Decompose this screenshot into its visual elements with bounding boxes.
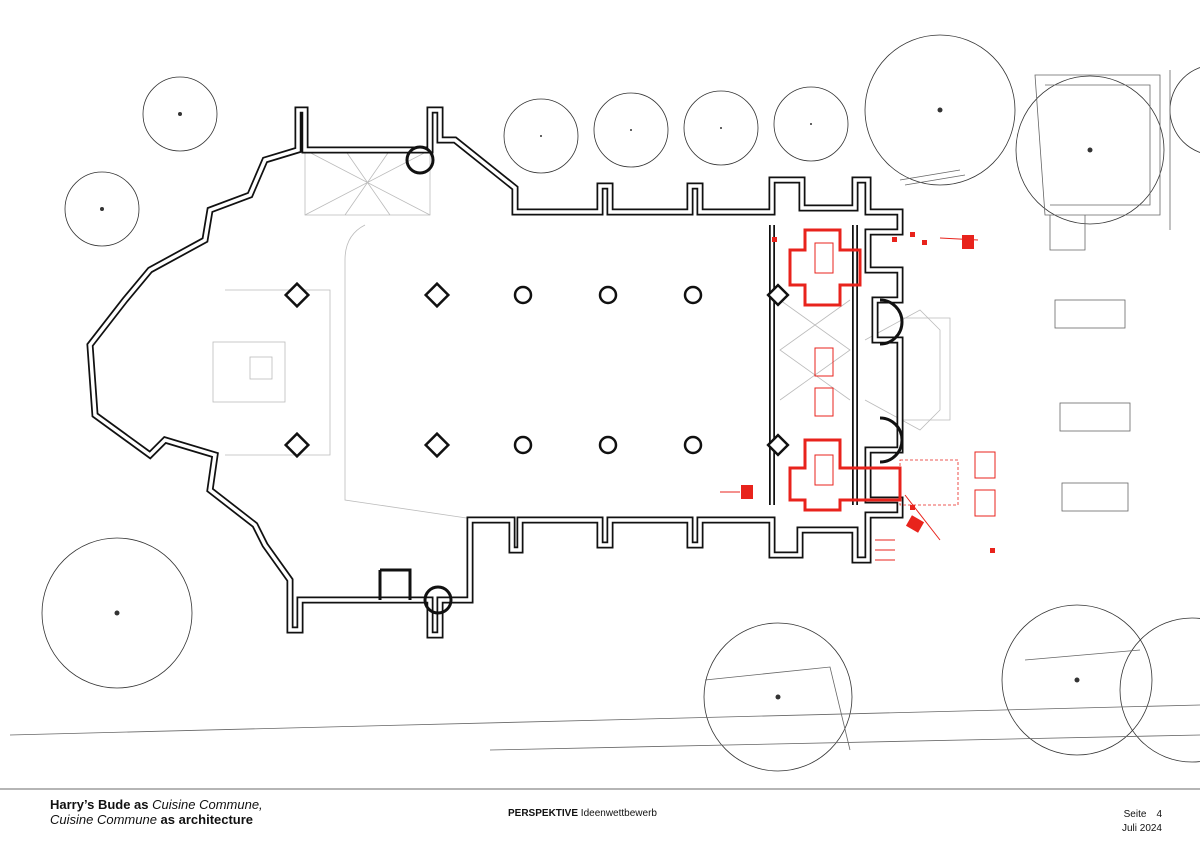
title-line2-bold: as architecture [156, 812, 254, 827]
competition-rest: Ideenwettbewerb [578, 808, 657, 819]
page-label: Seite [1123, 809, 1147, 820]
competition-name: PERSPEKTIVE Ideenwettbewerb [508, 808, 657, 819]
interior-lines [212, 149, 951, 521]
page-number: 4 [1156, 809, 1162, 820]
footer-rule [0, 788, 1200, 790]
site-context [9, 70, 1200, 751]
church-walls [86, 106, 904, 639]
title-line1-bold: Harry’s Bude as [50, 797, 153, 812]
title-line2-italic: Cuisine Commune [50, 812, 157, 827]
kitchen-intervention [720, 228, 996, 561]
page-info: Seite 4 Juli 2024 [1122, 808, 1162, 836]
floor-plan [9, 34, 1200, 772]
kitchen-furniture [741, 232, 995, 553]
title-line1-italic: Cuisine Commune, [152, 797, 263, 812]
project-title: Harry’s Bude as Cuisine Commune, Cuisine… [50, 797, 263, 827]
date: Juli 2024 [1121, 823, 1162, 834]
pillars [283, 281, 790, 459]
trees [41, 34, 1200, 772]
competition-bold: PERSPEKTIVE [508, 808, 579, 819]
